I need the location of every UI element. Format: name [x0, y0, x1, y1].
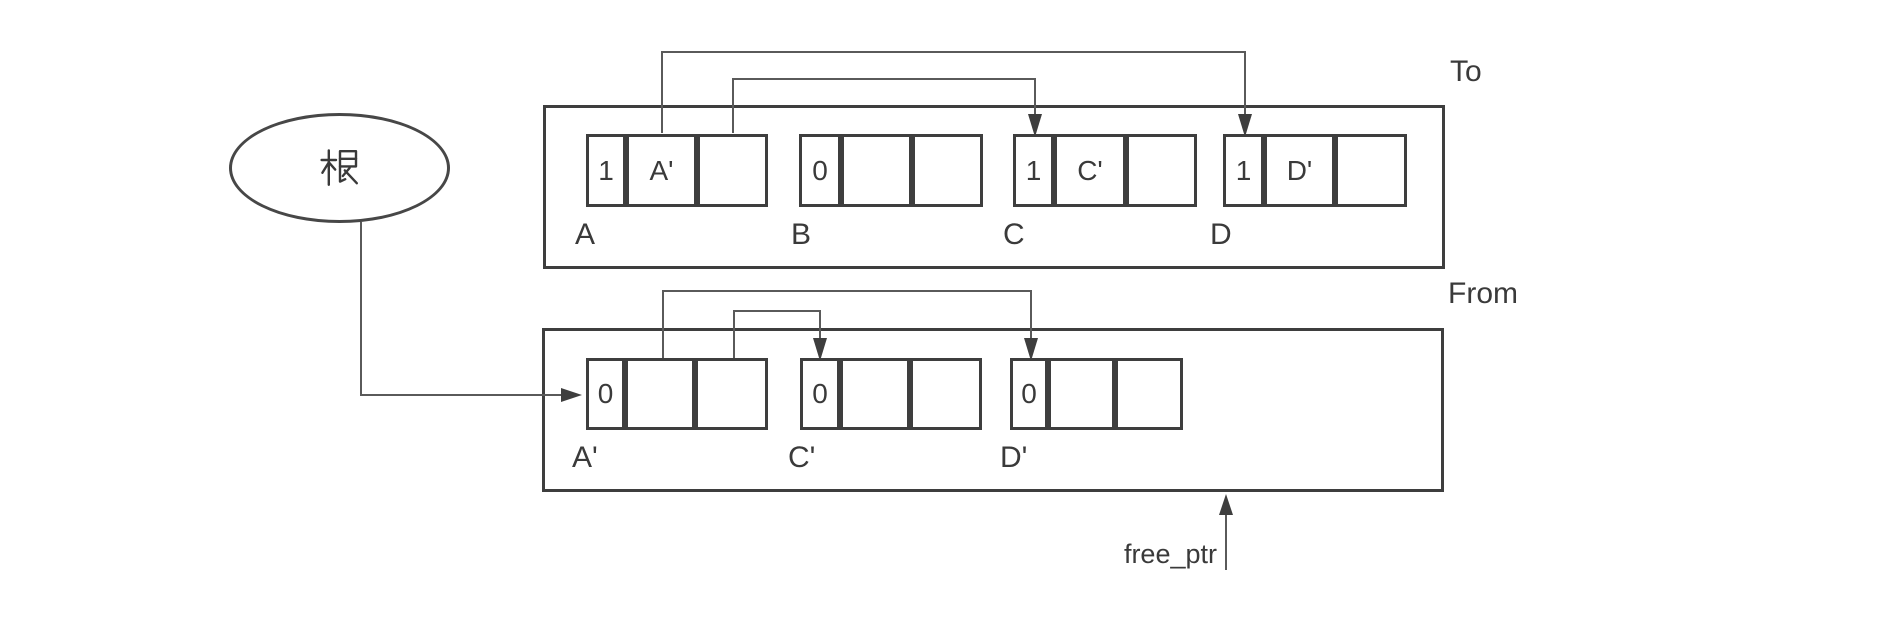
from-object-Cp-label: C'	[788, 441, 816, 474]
to-D-cell-flag: 1	[1223, 134, 1264, 207]
from-Dp-cell-field1	[1048, 358, 1115, 430]
to-object-D: 1 D'	[1223, 134, 1407, 207]
root-label: 根	[323, 144, 357, 193]
free-ptr-label: free_ptr	[1123, 539, 1217, 569]
to-C-cell-field1: C'	[1054, 134, 1126, 207]
pointer-root-to-Ap	[360, 222, 563, 396]
to-object-C: 1 C'	[1013, 134, 1197, 207]
from-Cp-cell-flag: 0	[800, 358, 840, 430]
to-object-B: 0	[799, 134, 983, 207]
from-Ap-cell-field2	[695, 358, 768, 430]
from-Dp-cell-flag: 0	[1010, 358, 1048, 430]
to-D-cell-field1: D'	[1264, 134, 1335, 207]
arrowhead-free-ptr-icon	[1219, 494, 1233, 515]
to-A-cell-field1: A'	[626, 134, 697, 207]
from-Ap-cell-flag: 0	[586, 358, 625, 430]
from-space-label: From	[1448, 277, 1518, 310]
root-kanji-glyph	[319, 149, 358, 186]
from-Ap-cell-field1	[625, 358, 695, 430]
to-B-cell-flag: 0	[799, 134, 841, 207]
to-object-B-label: B	[791, 218, 812, 251]
from-Cp-cell-field1	[840, 358, 910, 430]
root-node: 根	[229, 113, 450, 223]
from-object-Ap: 0	[586, 358, 768, 430]
to-space-label: To	[1450, 55, 1482, 88]
from-object-Dp: 0	[1010, 358, 1183, 430]
from-Dp-cell-field2	[1115, 358, 1183, 430]
to-D-cell-field2	[1335, 134, 1407, 207]
to-B-cell-field1	[841, 134, 912, 207]
to-object-D-label: D	[1210, 218, 1232, 251]
to-A-cell-flag: 1	[586, 134, 626, 207]
from-object-Cp: 0	[800, 358, 982, 430]
to-A-cell-field2	[697, 134, 768, 207]
to-C-cell-field2	[1126, 134, 1197, 207]
to-B-cell-field2	[912, 134, 983, 207]
from-object-Dp-label: D'	[1000, 441, 1028, 474]
from-object-Ap-label: A'	[572, 441, 598, 474]
from-Cp-cell-field2	[910, 358, 982, 430]
to-object-C-label: C	[1003, 218, 1025, 251]
to-object-A-label: A	[575, 218, 596, 251]
to-C-cell-flag: 1	[1013, 134, 1054, 207]
to-object-A: 1 A'	[586, 134, 768, 207]
